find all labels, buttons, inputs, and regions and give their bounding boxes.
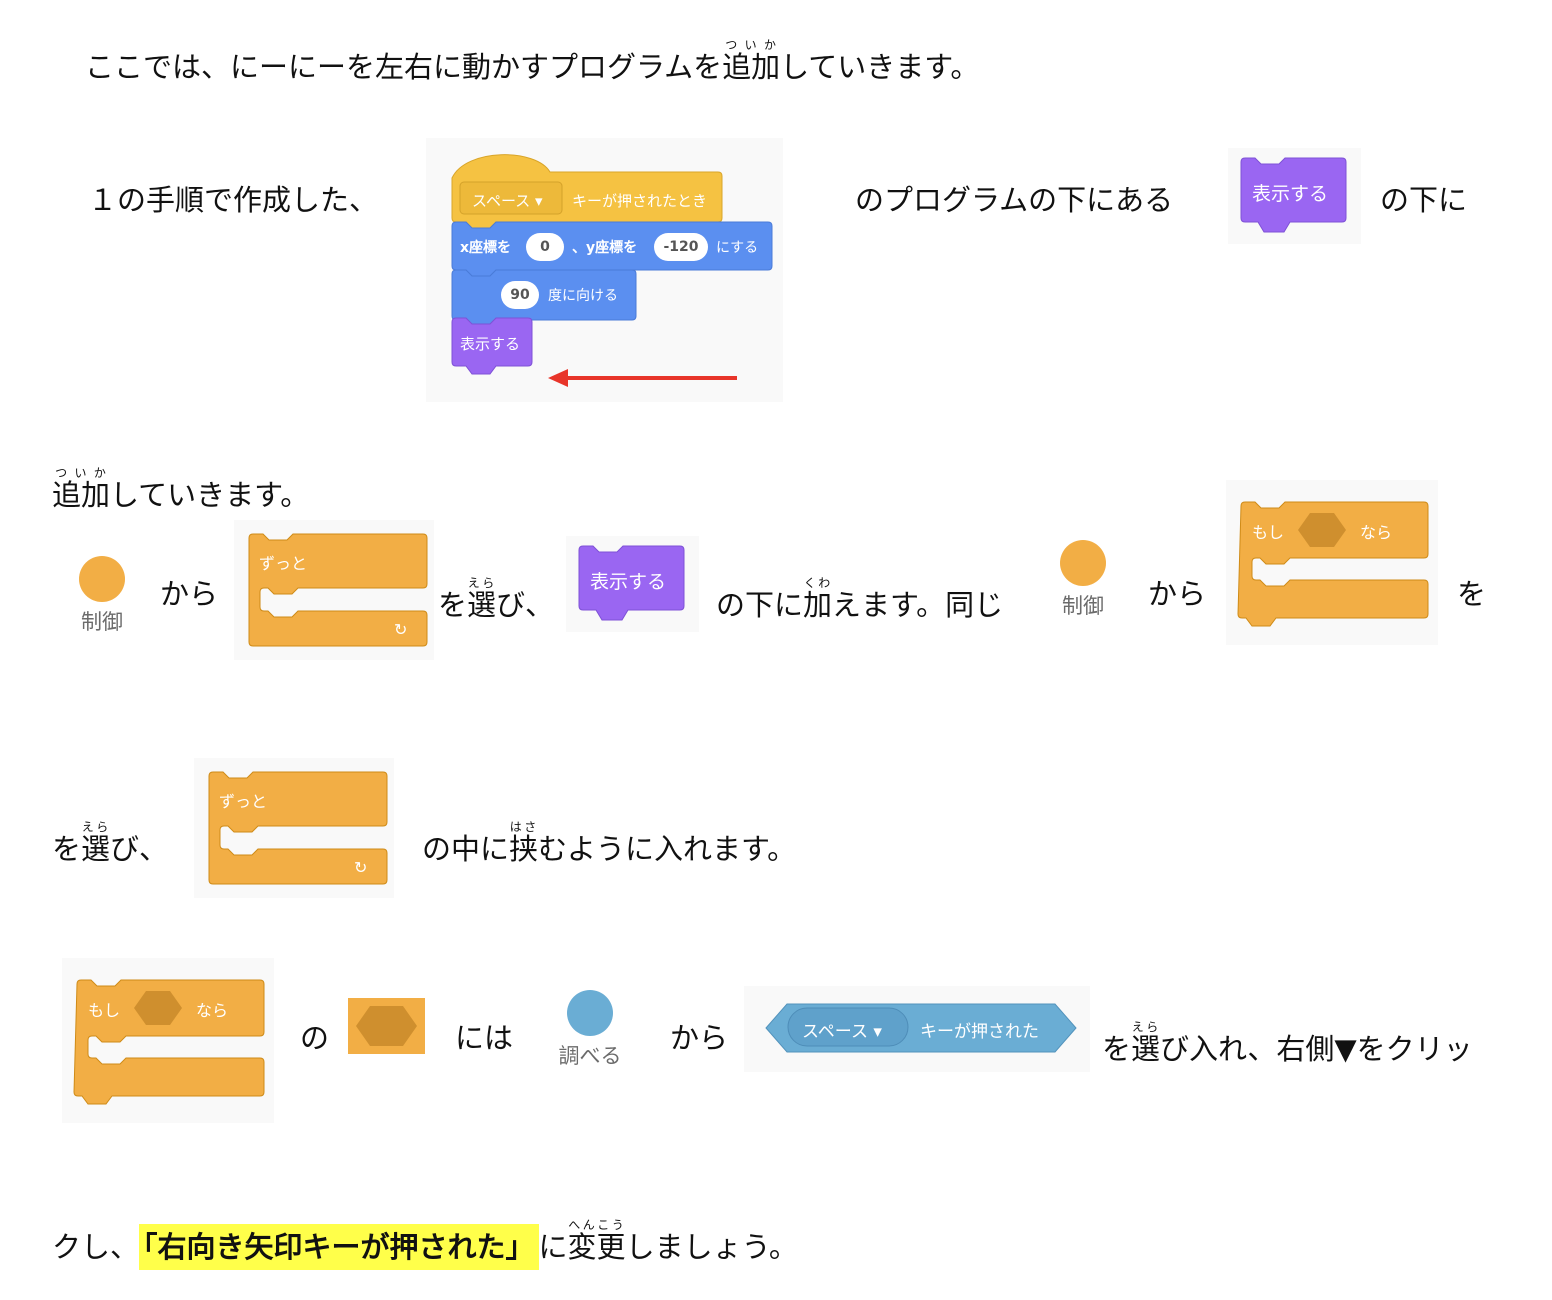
text-add-below: の下に加くわえます。同じ xyxy=(716,576,1004,622)
key-dropdown[interactable]: スペース ▾ xyxy=(472,192,543,210)
highlighted-text: 「右向き矢印キーが押された」 xyxy=(139,1224,539,1270)
goto-suffix: にする xyxy=(716,240,759,256)
then-label: なら xyxy=(196,1001,229,1020)
step-text: １の手順で作成した、 xyxy=(88,183,379,217)
text-instruction: を選えらび入れ、右側▼をクリッ xyxy=(1102,1020,1473,1066)
key-pressed-block-image: スペース ▾ キーが押された xyxy=(744,986,1090,1072)
text-wo: を xyxy=(1457,577,1487,611)
condition-slot-image xyxy=(348,998,425,1054)
text-choose: を選えらび、 xyxy=(52,820,169,866)
then-label: なら xyxy=(1360,523,1393,542)
loop-arrow-icon: ↻ xyxy=(394,620,408,639)
step-text-2: のプログラムの下にある xyxy=(855,183,1174,217)
final-line: クし、「右向き矢印キーが押された」に変更へんこうしましょう。 xyxy=(52,1218,798,1270)
furigana: 追加ついか xyxy=(722,38,781,84)
intro-text-end: していきます。 xyxy=(780,50,980,84)
text-from: から xyxy=(1148,577,1207,611)
hat-label: キーが押されたとき xyxy=(572,192,708,210)
show-block-label: 表示する xyxy=(590,571,667,593)
intro-text: ここでは、にーにーを左右に動かすプログラムを xyxy=(85,50,723,84)
forever-block-image: ずっと ↻ xyxy=(234,520,434,660)
show-block-label: 表示する xyxy=(1252,183,1329,205)
y-input[interactable]: -120 xyxy=(654,233,708,261)
key-pressed-label: キーが押された xyxy=(920,1022,1039,1042)
goto-y-label: 、y座標を xyxy=(572,240,638,256)
forever-block xyxy=(248,533,428,647)
script-blocks-svg xyxy=(451,154,773,387)
if-label: もし xyxy=(1252,523,1285,542)
if-label: もし xyxy=(88,1001,121,1020)
text-from: から xyxy=(160,577,219,611)
show-block-image: 表示する xyxy=(1228,148,1361,244)
goto-x-label: x座標を xyxy=(460,240,512,256)
control-category[interactable]: 制御 xyxy=(1055,540,1111,620)
loop-arrow-icon: ↻ xyxy=(354,858,368,877)
show-block-image: 表示する xyxy=(566,536,699,632)
if-block xyxy=(1237,501,1429,627)
if-block-image: もし なら xyxy=(1226,480,1438,645)
sensing-category[interactable]: 調べる xyxy=(553,990,627,1070)
forever-label: ずっと xyxy=(219,792,268,811)
key-dropdown[interactable]: スペース ▾ xyxy=(802,1022,882,1042)
continue-line: 追加ついかしていきます。 xyxy=(52,466,310,512)
show-block-label: 表示する xyxy=(460,335,521,353)
direction-label: 度に向ける xyxy=(548,288,618,304)
text-insert: の中に挟はさむように入れます。 xyxy=(422,820,797,866)
forever-block-image: ずっと ↻ xyxy=(194,758,394,898)
intro-line: ここでは、にーにーを左右に動かすプログラムを追加ついかしていきます。 xyxy=(85,38,979,85)
script-image: スペース ▾ キーが押されたとき x座標を 0 、y座標を -120 にする 9… xyxy=(426,138,783,402)
text-niwa: には xyxy=(455,1021,514,1055)
control-circle-icon xyxy=(1060,540,1106,586)
sensing-circle-icon xyxy=(567,990,613,1036)
text-no: の xyxy=(300,1021,330,1055)
if-block-image: もし なら xyxy=(62,958,274,1123)
control-circle-icon xyxy=(79,556,125,602)
text-choose: を選えらび、 xyxy=(438,576,555,622)
direction-input[interactable]: 90 xyxy=(501,281,539,309)
forever-label: ずっと xyxy=(259,554,308,573)
text-from: から xyxy=(670,1021,729,1055)
step-text-3: の下に xyxy=(1380,183,1468,217)
key-pressed-block xyxy=(765,1003,1077,1053)
control-category[interactable]: 制御 xyxy=(74,556,130,636)
x-input[interactable]: 0 xyxy=(526,233,564,261)
hexagon-slot-icon xyxy=(356,1006,417,1046)
